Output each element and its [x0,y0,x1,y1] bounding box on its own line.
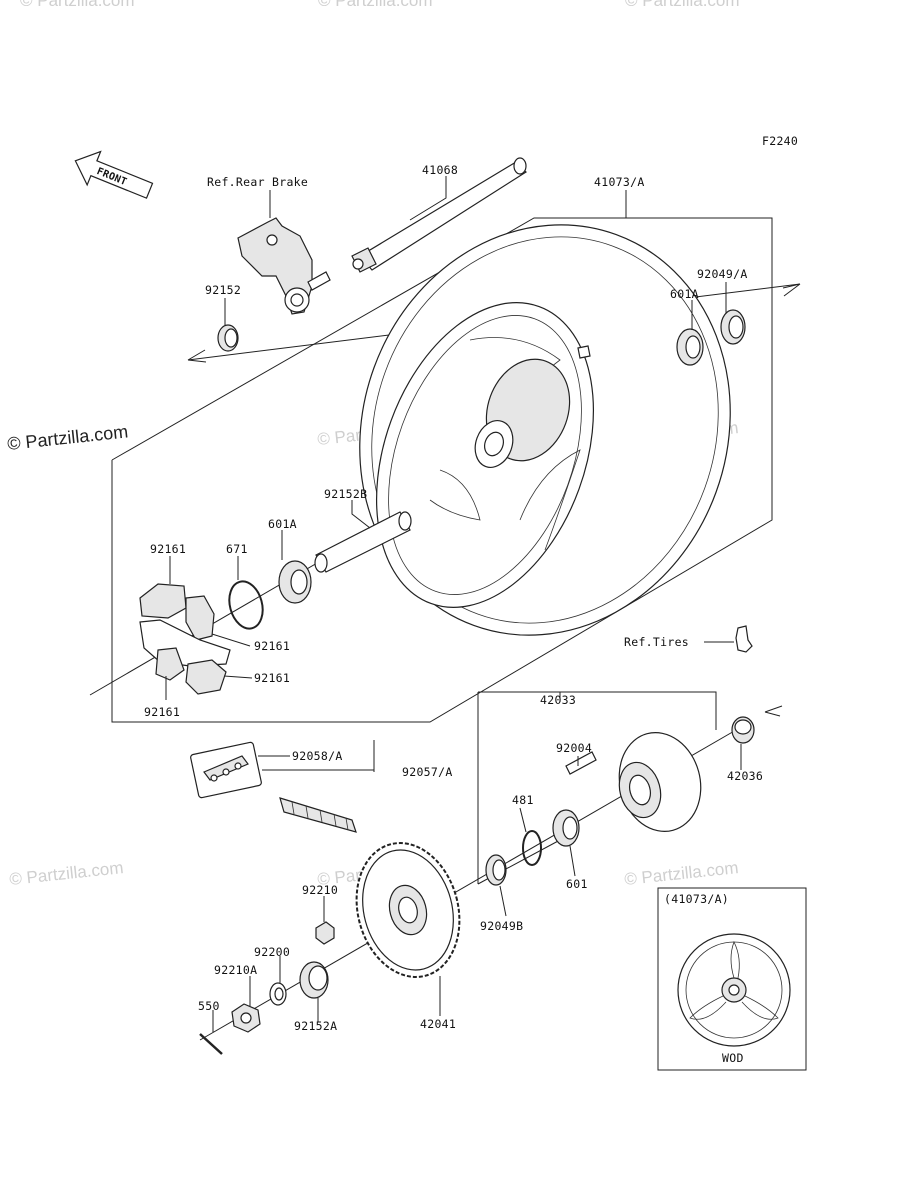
chain-link-92058A [190,741,262,799]
washer-92200 [269,982,287,1006]
brake-caliper-bracket [237,217,331,315]
watermark-low-left: © Partzilla.com [8,858,124,889]
label-92049A[interactable]: 92049/A [697,267,748,281]
label-41068[interactable]: 41068 [422,163,458,177]
collar-42036 [731,716,755,744]
inset-wheel [677,933,791,1047]
label-92161-bottom[interactable]: 92161 [144,705,180,719]
rear-wheel-41073A [359,224,731,636]
circlip-481 [522,830,542,866]
watermark-top-mid: © Partzilla.com [318,0,433,10]
label-92152B[interactable]: 92152B [324,487,367,501]
nut-92210A [231,1003,261,1033]
inset-wheel-variant: (41073/A) WOD [657,887,807,1071]
label-601[interactable]: 601 [566,877,588,891]
label-481[interactable]: 481 [512,793,534,807]
label-92152[interactable]: 92152 [205,283,241,297]
axle-41068 [351,157,527,273]
watermark-main: © Partzilla.com [6,421,129,454]
label-92004[interactable]: 92004 [556,741,592,755]
stud-92004 [565,751,597,775]
label-601A-top[interactable]: 601A [670,287,699,301]
seal-92049B [485,854,507,886]
label-41073A[interactable]: 41073/A [594,175,645,189]
collar-92152B [314,511,412,573]
label-92161-low[interactable]: 92161 [254,671,290,685]
part-labels: Ref.Rear Brake 41068 41073/A 92049/A 601… [144,163,763,1033]
sprocket-hub-42033 [618,732,702,832]
leader-lines [165,176,742,1032]
label-601A[interactable]: 601A [268,517,297,531]
bearing-601 [552,809,580,847]
seal-92049A [720,309,746,345]
tire-valve [735,625,753,653]
label-92161-mid[interactable]: 92161 [254,639,290,653]
watermark-top-left: © Partzilla.com [20,0,135,10]
inset-caption: WOD [722,1051,744,1065]
watermark-low-right: © Partzilla.com [623,858,739,889]
front-arrow: FRONT [74,150,154,199]
label-92057A[interactable]: 92057/A [402,765,453,779]
sprocket-42041 [355,842,461,978]
inset-ref-label[interactable]: (41073/A) [664,892,729,906]
label-42033[interactable]: 42033 [540,693,576,707]
cotter-pin-550 [199,1033,223,1055]
label-92210[interactable]: 92210 [302,883,338,897]
damper-set-92161 [139,583,231,695]
label-92058A[interactable]: 92058/A [292,749,343,763]
watermark-top-right: © Partzilla.com [625,0,740,10]
label-ref-tires[interactable]: Ref.Tires [624,635,689,649]
label-92200[interactable]: 92200 [254,945,290,959]
label-550[interactable]: 550 [198,999,220,1013]
label-42036[interactable]: 42036 [727,769,763,783]
label-92210A[interactable]: 92210A [214,963,257,977]
chain-92057A [279,797,357,833]
collar-92152A [299,961,329,999]
bearing-601A-left [278,560,312,604]
label-42041[interactable]: 42041 [420,1017,456,1031]
label-ref-rear-brake[interactable]: Ref.Rear Brake [207,175,308,189]
collar-92152 [217,324,239,352]
label-671[interactable]: 671 [226,542,248,556]
o-ring-671 [228,580,264,630]
label-92161-top[interactable]: 92161 [150,542,186,556]
diagram-code: F2240 [762,134,798,148]
nut-92210 [315,921,335,945]
label-92049B[interactable]: 92049B [480,919,523,933]
label-92152A[interactable]: 92152A [294,1019,337,1033]
bearing-601A-right [676,328,704,366]
